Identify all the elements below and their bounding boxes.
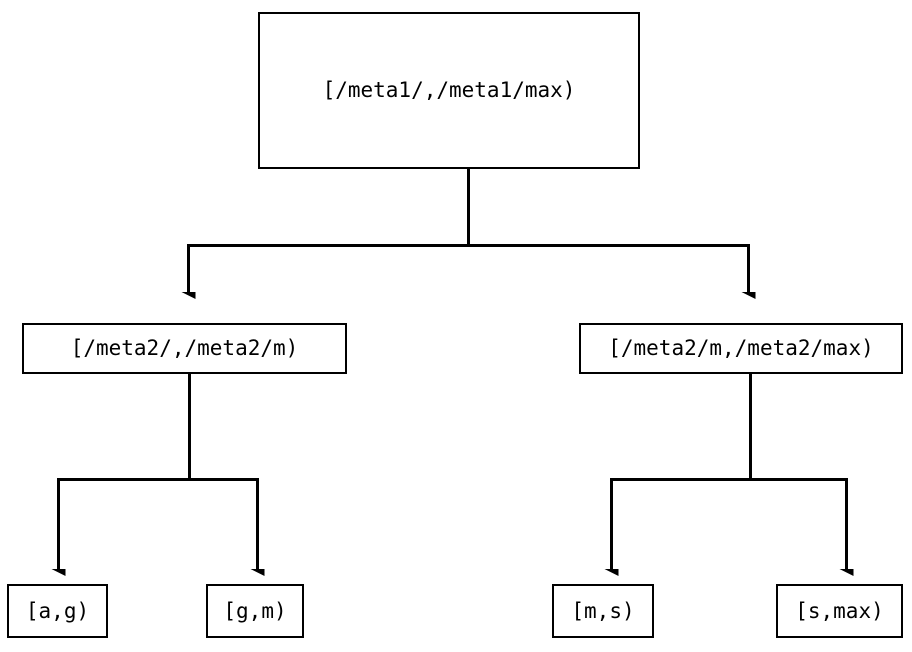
tree-node-meta2-upper[interactable]: [/meta2/m,/meta2/max) [579,323,903,374]
tree-leaf-m-s[interactable]: [m,s) [552,584,654,638]
tree-leaf-s-max[interactable]: [s,max) [776,584,903,638]
tree-leaf-g-m-label: [g,m) [223,598,287,623]
tree-node-meta2-lower-label: [/meta2/,/meta2/m) [70,336,299,360]
edge-root-to-level2 [187,169,750,292]
tree-leaf-a-g-label: [a,g) [25,598,90,623]
tree-leaf-m-s-label: [m,s) [571,598,635,623]
tree-node-root[interactable]: [/meta1/,/meta1/max) [258,12,640,169]
edge-level2-right-to-leaves [610,374,848,569]
tree-leaf-g-m[interactable]: [g,m) [206,584,304,638]
tree-node-meta2-upper-label: [/meta2/m,/meta2/max) [608,336,874,360]
tree-leaf-a-g[interactable]: [a,g) [7,584,108,638]
tree-leaf-s-max-label: [s,max) [795,598,884,623]
tree-node-meta2-lower[interactable]: [/meta2/,/meta2/m) [22,323,347,374]
edge-level2-left-to-leaves [57,374,259,569]
tree-node-root-label: [/meta1/,/meta1/max) [322,78,576,102]
